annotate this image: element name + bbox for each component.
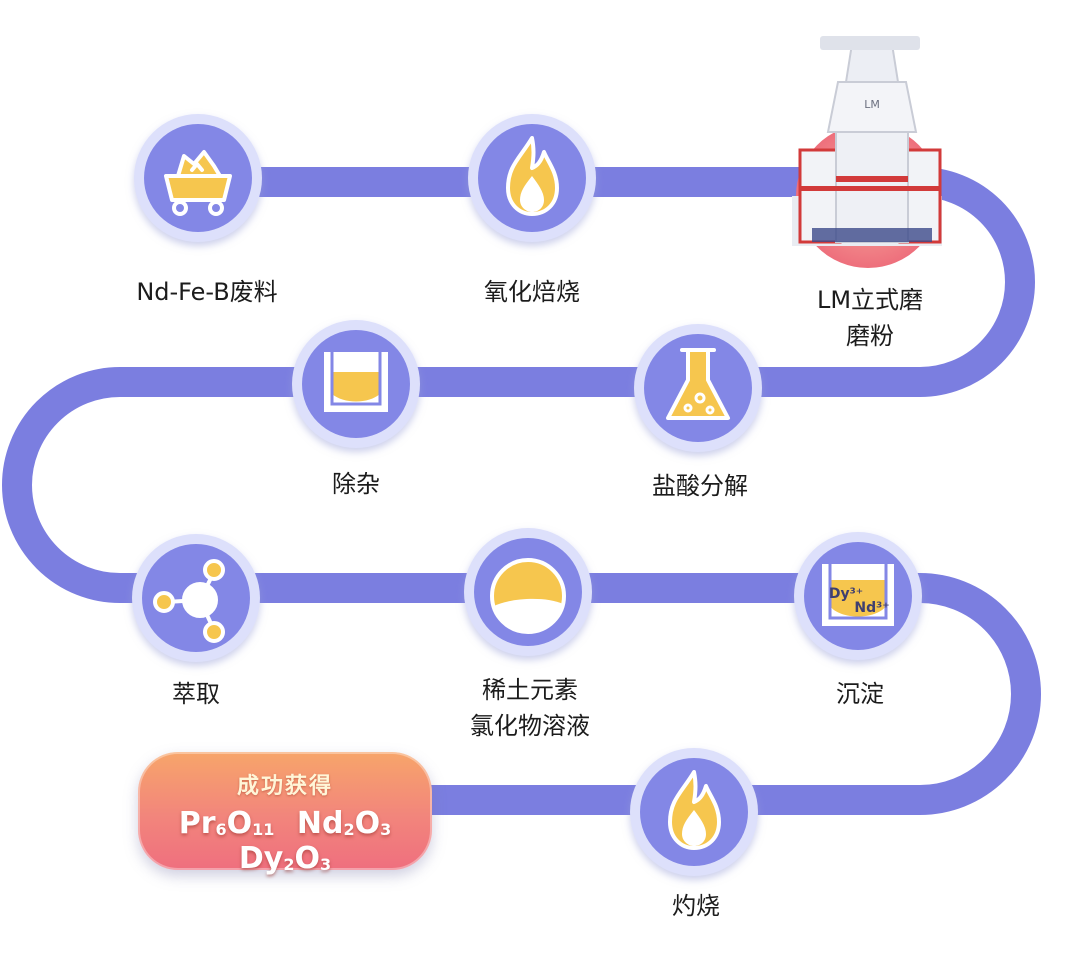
step-label-extract: 萃取 bbox=[172, 680, 220, 708]
step-label-mill: LM立式磨 磨粉 bbox=[816, 286, 924, 350]
step-label-impurity: 除杂 bbox=[332, 470, 380, 498]
result-title: 成功获得 bbox=[236, 774, 333, 799]
step-label-precip: 沉淀 bbox=[836, 680, 884, 708]
ion-label-nd: Nd³⁺ bbox=[854, 600, 889, 616]
result-formulas: Pr6O11 Nd2O3 Dy2O3 bbox=[138, 806, 432, 876]
flask-icon bbox=[666, 348, 730, 420]
step-label-calcine: 灼烧 bbox=[672, 892, 720, 920]
formula-pr6o11: Pr6O11 bbox=[178, 806, 275, 841]
formula-nd2o3: Nd2O3 bbox=[296, 806, 392, 841]
flame-icon bbox=[506, 136, 559, 216]
step-label-acid: 盐酸分解 bbox=[652, 472, 748, 500]
ion-label-dy: Dy³⁺ bbox=[829, 586, 863, 602]
beaker-icon bbox=[324, 352, 388, 412]
flow-path bbox=[2, 167, 1041, 815]
step-label-roast: 氧化焙烧 bbox=[484, 278, 580, 306]
molecule-icon bbox=[153, 559, 225, 643]
vertical-mill-icon: LM bbox=[792, 36, 942, 246]
precipitation-beaker-icon: Dy³⁺ Nd³⁺ bbox=[822, 564, 894, 626]
flame-icon bbox=[668, 770, 721, 850]
solution-bowl-icon bbox=[490, 558, 566, 634]
step-label-chloride: 稀土元素 氯化物溶液 bbox=[470, 676, 590, 740]
formula-dy2o3: Dy2O3 bbox=[238, 841, 332, 876]
mill-brand-text: LM bbox=[864, 98, 880, 111]
mine-cart-icon bbox=[164, 150, 232, 216]
result-badge: 成功获得 Pr6O11 Nd2O3 Dy2O3 bbox=[138, 752, 432, 876]
step-label-scrap: Nd-Fe-B废料 bbox=[136, 278, 278, 306]
